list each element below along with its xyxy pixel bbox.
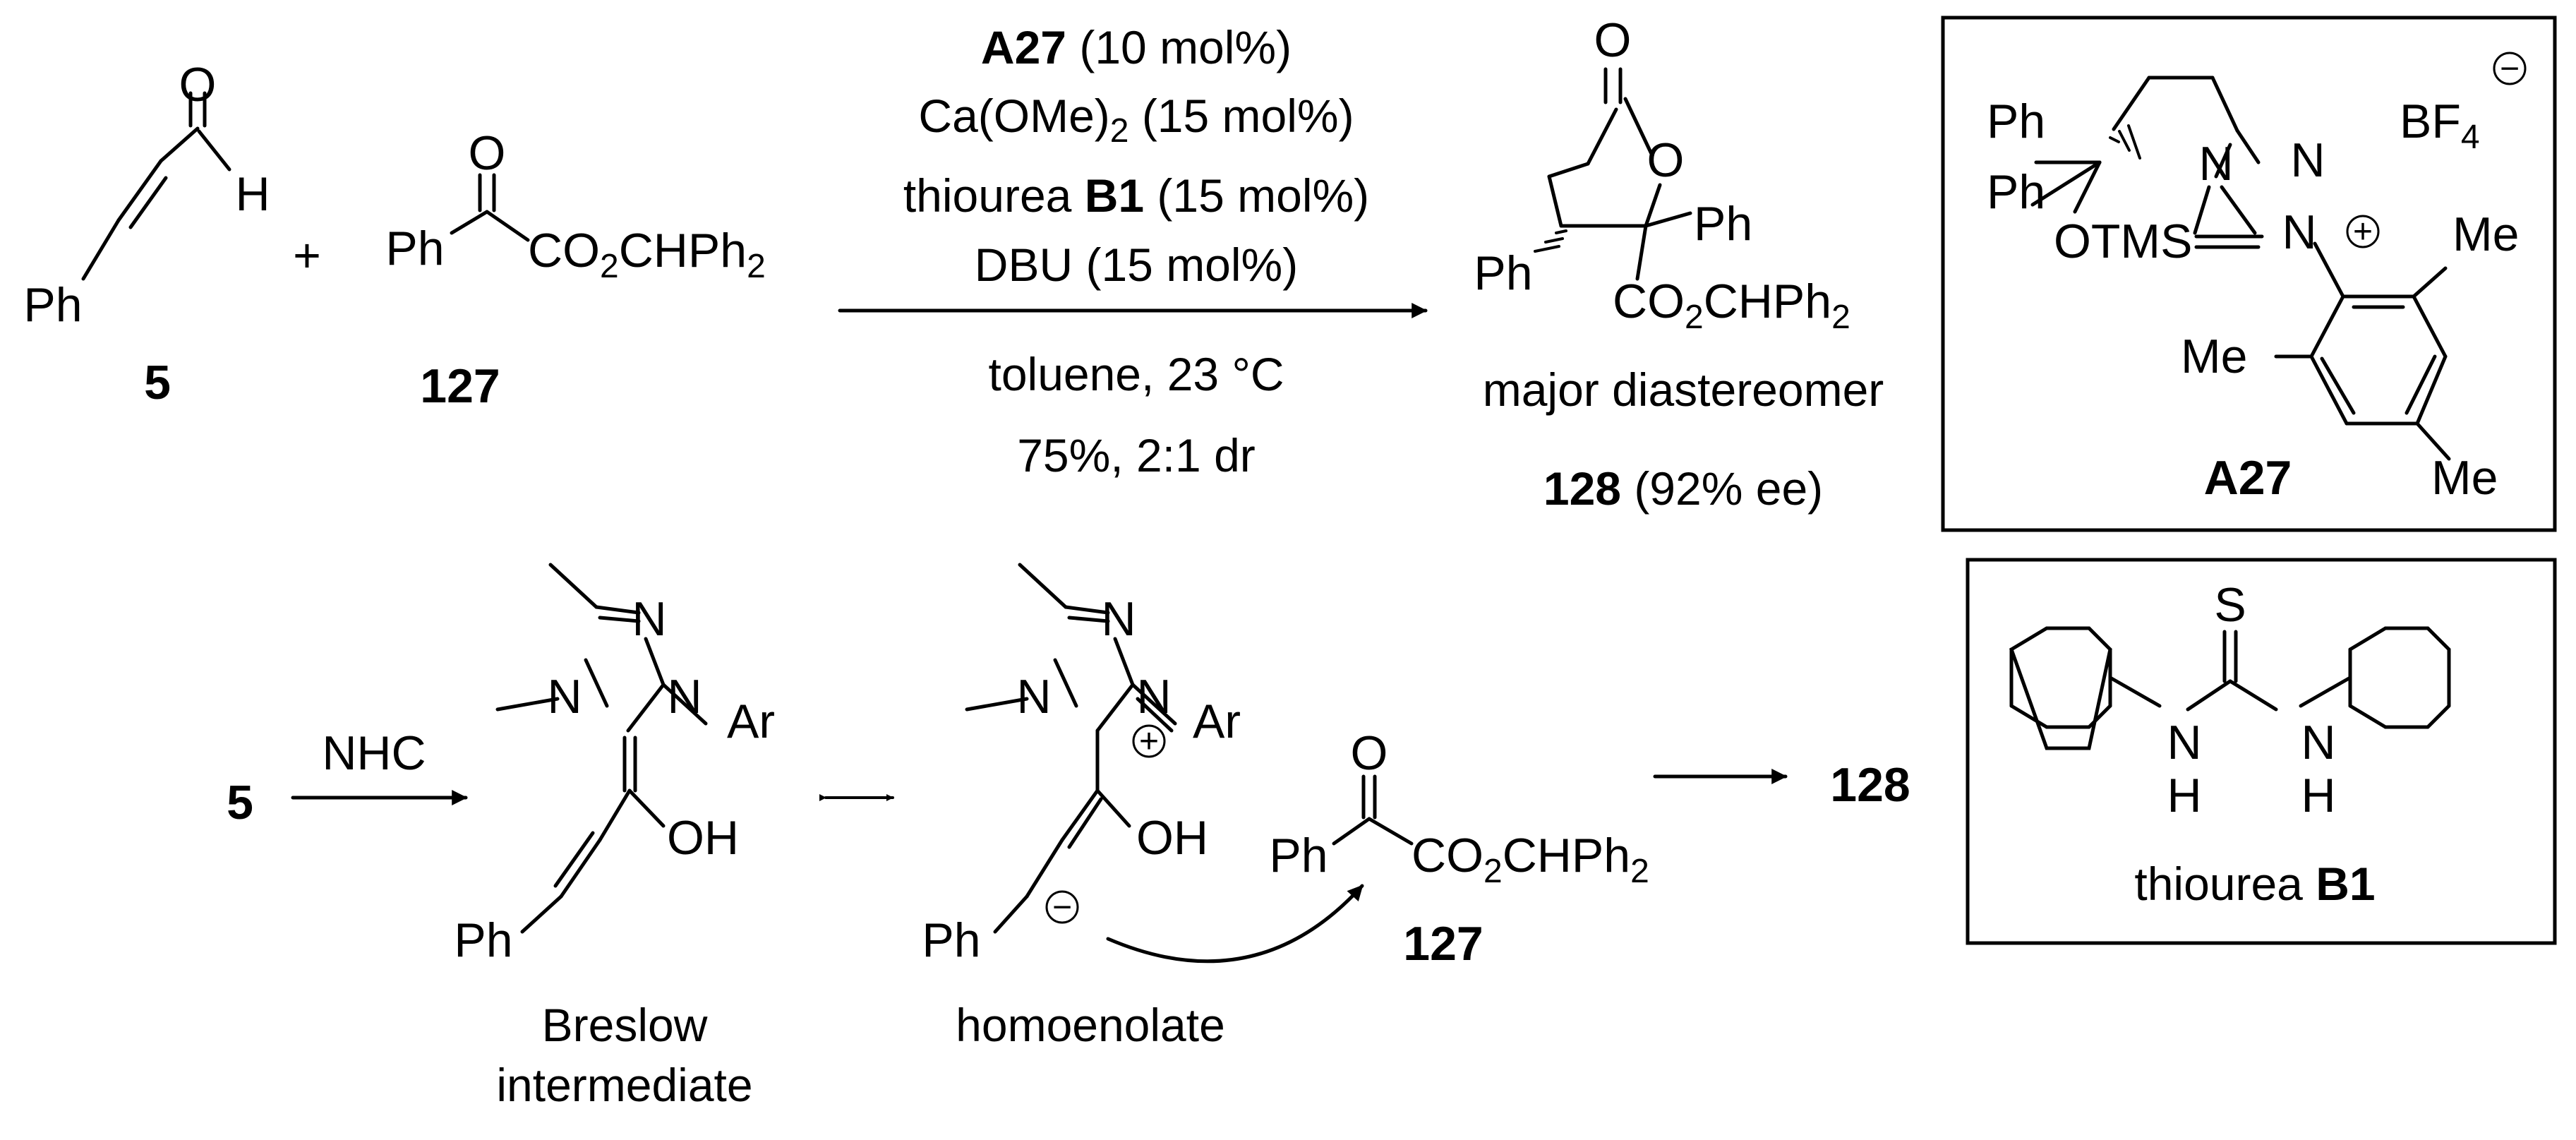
product-lactone bbox=[1547, 67, 1692, 281]
atom-H: H bbox=[2301, 769, 2335, 822]
atom-O: O bbox=[1351, 726, 1388, 780]
condition-base: Ca(OMe)2 (15 mol%) bbox=[918, 90, 1354, 150]
atom-Me: Me bbox=[2181, 330, 2247, 383]
condition-solvent: toluene, 23 °C bbox=[988, 348, 1284, 400]
atom-Ar: Ar bbox=[727, 695, 775, 748]
atom-O: O bbox=[179, 58, 217, 112]
atom-Ph: Ph bbox=[1269, 829, 1328, 882]
mechanism-ketoester bbox=[1332, 774, 1414, 846]
homoenolate-minus-circle bbox=[1045, 890, 1079, 924]
condition-yield: 75%, 2:1 dr bbox=[1017, 429, 1256, 481]
condition-catalyst: A27 (10 mol%) bbox=[981, 21, 1292, 73]
product-caption: major diastereomer bbox=[1483, 364, 1884, 416]
atom-OH: OH bbox=[1136, 811, 1208, 865]
bf4-minus: − bbox=[2500, 50, 2520, 88]
atom-N: N bbox=[1016, 670, 1051, 724]
atom-Ph: Ph bbox=[23, 278, 82, 332]
breslow-label: Breslow bbox=[542, 999, 708, 1051]
catalyst-box bbox=[1941, 16, 2557, 532]
atom-Me: Me bbox=[2452, 208, 2519, 261]
atom-Ar: Ar bbox=[1193, 695, 1241, 748]
product-ester-group: CO2CHPh2 bbox=[1613, 275, 1850, 336]
electrophile-id: 127 bbox=[1403, 917, 1483, 971]
thiourea-box bbox=[1966, 558, 2557, 945]
atom-N: N bbox=[2282, 205, 2316, 259]
reactant-cinnamaldehyde bbox=[81, 91, 231, 281]
thiourea-name: thiourea B1 bbox=[2134, 858, 2375, 910]
atom-Ph: Ph bbox=[385, 222, 444, 275]
atom-O: O bbox=[1647, 133, 1685, 187]
breslow-label: intermediate bbox=[496, 1059, 752, 1111]
mechanism-end-id: 128 bbox=[1830, 758, 1910, 812]
atom-Me: Me bbox=[2431, 451, 2498, 505]
catalyst-name: A27 bbox=[2204, 451, 2292, 505]
atom-Ph: Ph bbox=[1987, 95, 2045, 148]
atom-Ph: Ph bbox=[454, 913, 512, 967]
homoenolate-minus: − bbox=[1052, 889, 1072, 926]
compound-id-5: 5 bbox=[144, 356, 171, 409]
condition-thiourea: thiourea B1 (15 mol%) bbox=[903, 169, 1369, 222]
homoenolate-plus: + bbox=[1139, 723, 1159, 760]
atom-N: N bbox=[2167, 716, 2201, 769]
atom-N: N bbox=[547, 670, 582, 724]
compound-id-127: 127 bbox=[420, 359, 500, 413]
condition-dbu: DBU (15 mol%) bbox=[975, 239, 1298, 291]
atom-OTMS: OTMS bbox=[2054, 215, 2192, 268]
breslow-intermediate bbox=[495, 563, 708, 934]
reactant-ketoester bbox=[450, 173, 530, 242]
atom-OH: OH bbox=[667, 811, 739, 865]
atom-Ph: Ph bbox=[1987, 165, 2045, 219]
catalyst-plus-circle bbox=[2346, 215, 2380, 248]
homoenolate-plus-circle bbox=[1132, 724, 1166, 758]
atom-S: S bbox=[2214, 578, 2246, 632]
atom-N: N bbox=[632, 592, 666, 646]
atom-N: N bbox=[2290, 133, 2325, 187]
plus-sign: + bbox=[293, 229, 321, 282]
atom-N: N bbox=[1136, 670, 1171, 724]
counterion-bf4: BF4 bbox=[2400, 95, 2480, 156]
catalyst-plus: + bbox=[2353, 213, 2373, 251]
homoenolate-intermediate bbox=[965, 563, 1177, 934]
mechanism-start-id: 5 bbox=[227, 776, 253, 829]
atom-N: N bbox=[667, 670, 702, 724]
atom-Ph: Ph bbox=[1474, 246, 1532, 300]
electrophile-ester: CO2CHPh2 bbox=[1412, 829, 1649, 890]
homoenolate-label: homoenolate bbox=[956, 999, 1225, 1051]
nhc-label: NHC bbox=[322, 726, 426, 780]
catalyst-hash-bond bbox=[2109, 124, 2141, 160]
catalyst-A27 bbox=[2030, 76, 2451, 461]
atom-Ph: Ph bbox=[922, 913, 980, 967]
atom-N: N bbox=[1101, 592, 1136, 646]
atom-N: N bbox=[2198, 137, 2233, 191]
thiourea-B1 bbox=[2009, 626, 2451, 750]
attack-curved-arrow bbox=[1106, 884, 1364, 964]
atom-Ph: Ph bbox=[1694, 197, 1752, 251]
atom-N: N bbox=[2301, 716, 2335, 769]
product-hash-bond bbox=[1534, 229, 1567, 253]
bf4-charge-circle bbox=[2493, 52, 2527, 85]
ester-group: CO2CHPh2 bbox=[528, 224, 766, 285]
atom-H: H bbox=[2167, 769, 2201, 822]
atom-O: O bbox=[469, 126, 506, 180]
atom-O: O bbox=[1594, 13, 1632, 67]
product-id: 128 (92% ee) bbox=[1543, 462, 1823, 515]
atom-H: H bbox=[235, 167, 270, 221]
